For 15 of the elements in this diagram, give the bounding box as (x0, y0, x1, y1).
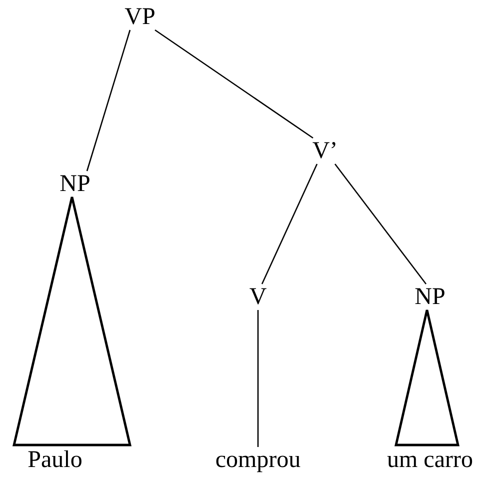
node-label: um carro (386, 447, 474, 473)
branch-line (257, 310, 259, 447)
node-label: Paulo (26, 447, 84, 473)
node-label: V’ (311, 138, 339, 164)
node-label: NP (414, 284, 446, 310)
branch-line (86, 30, 131, 172)
node-label: NP (58, 171, 92, 197)
node-label: V (248, 284, 268, 310)
node-label: VP (124, 4, 156, 30)
node-label: comprou (214, 447, 302, 473)
triangle-branch (394, 308, 460, 446)
branch-line (261, 164, 318, 284)
branch-line (154, 29, 314, 139)
triangle-branch (12, 196, 132, 446)
branch-line (334, 164, 427, 284)
